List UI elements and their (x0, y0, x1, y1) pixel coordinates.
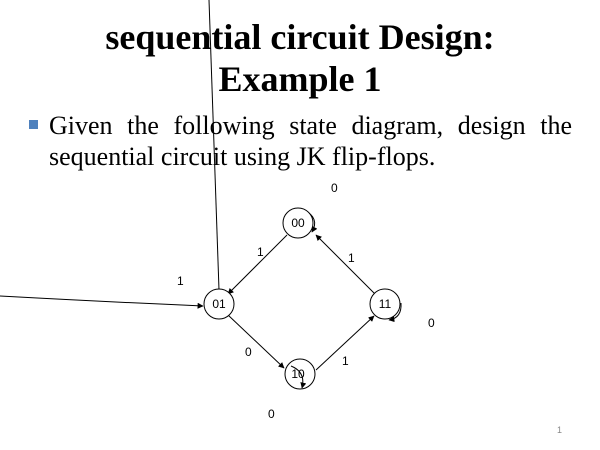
label-loop-10: 0 (268, 407, 275, 421)
label-edge-00-01: 1 (257, 245, 264, 259)
state-label-11: 11 (379, 297, 392, 311)
state-node-00: 00 (282, 207, 314, 239)
page-number: 1 (557, 425, 563, 435)
self-loop-01 (208, 0, 220, 291)
state-node-10: 10 (284, 358, 316, 390)
bullet-text: Given the following state diagram, desig… (49, 111, 572, 171)
edge-10-to-11 (315, 315, 375, 371)
state-label-10: 10 (291, 367, 305, 381)
label-edge-10-11: 1 (342, 354, 349, 368)
label-edge-11-00: 1 (348, 251, 355, 265)
label-loop-11: 0 (428, 316, 435, 330)
edge-00-to-01 (227, 234, 288, 295)
self-loop-11 (388, 302, 402, 323)
label-loop-00: 0 (331, 181, 338, 195)
edge-01-to-10 (227, 314, 285, 369)
label-edge-01-10: 0 (245, 345, 252, 359)
edge-11-to-00 (315, 234, 376, 295)
bullet-square-icon (29, 120, 38, 129)
state-label-01: 01 (212, 297, 226, 311)
state-node-11: 11 (369, 288, 401, 320)
self-loop-10 (290, 365, 307, 389)
state-node-01: 01 (203, 288, 235, 320)
state-label-00: 00 (291, 216, 305, 230)
slide-title-line-1: sequential circuit Design: (105, 17, 495, 57)
self-loop-01-return (0, 295, 204, 309)
slide-title-line-2: Example 1 (218, 59, 382, 99)
label-loop-01: 1 (177, 274, 184, 288)
